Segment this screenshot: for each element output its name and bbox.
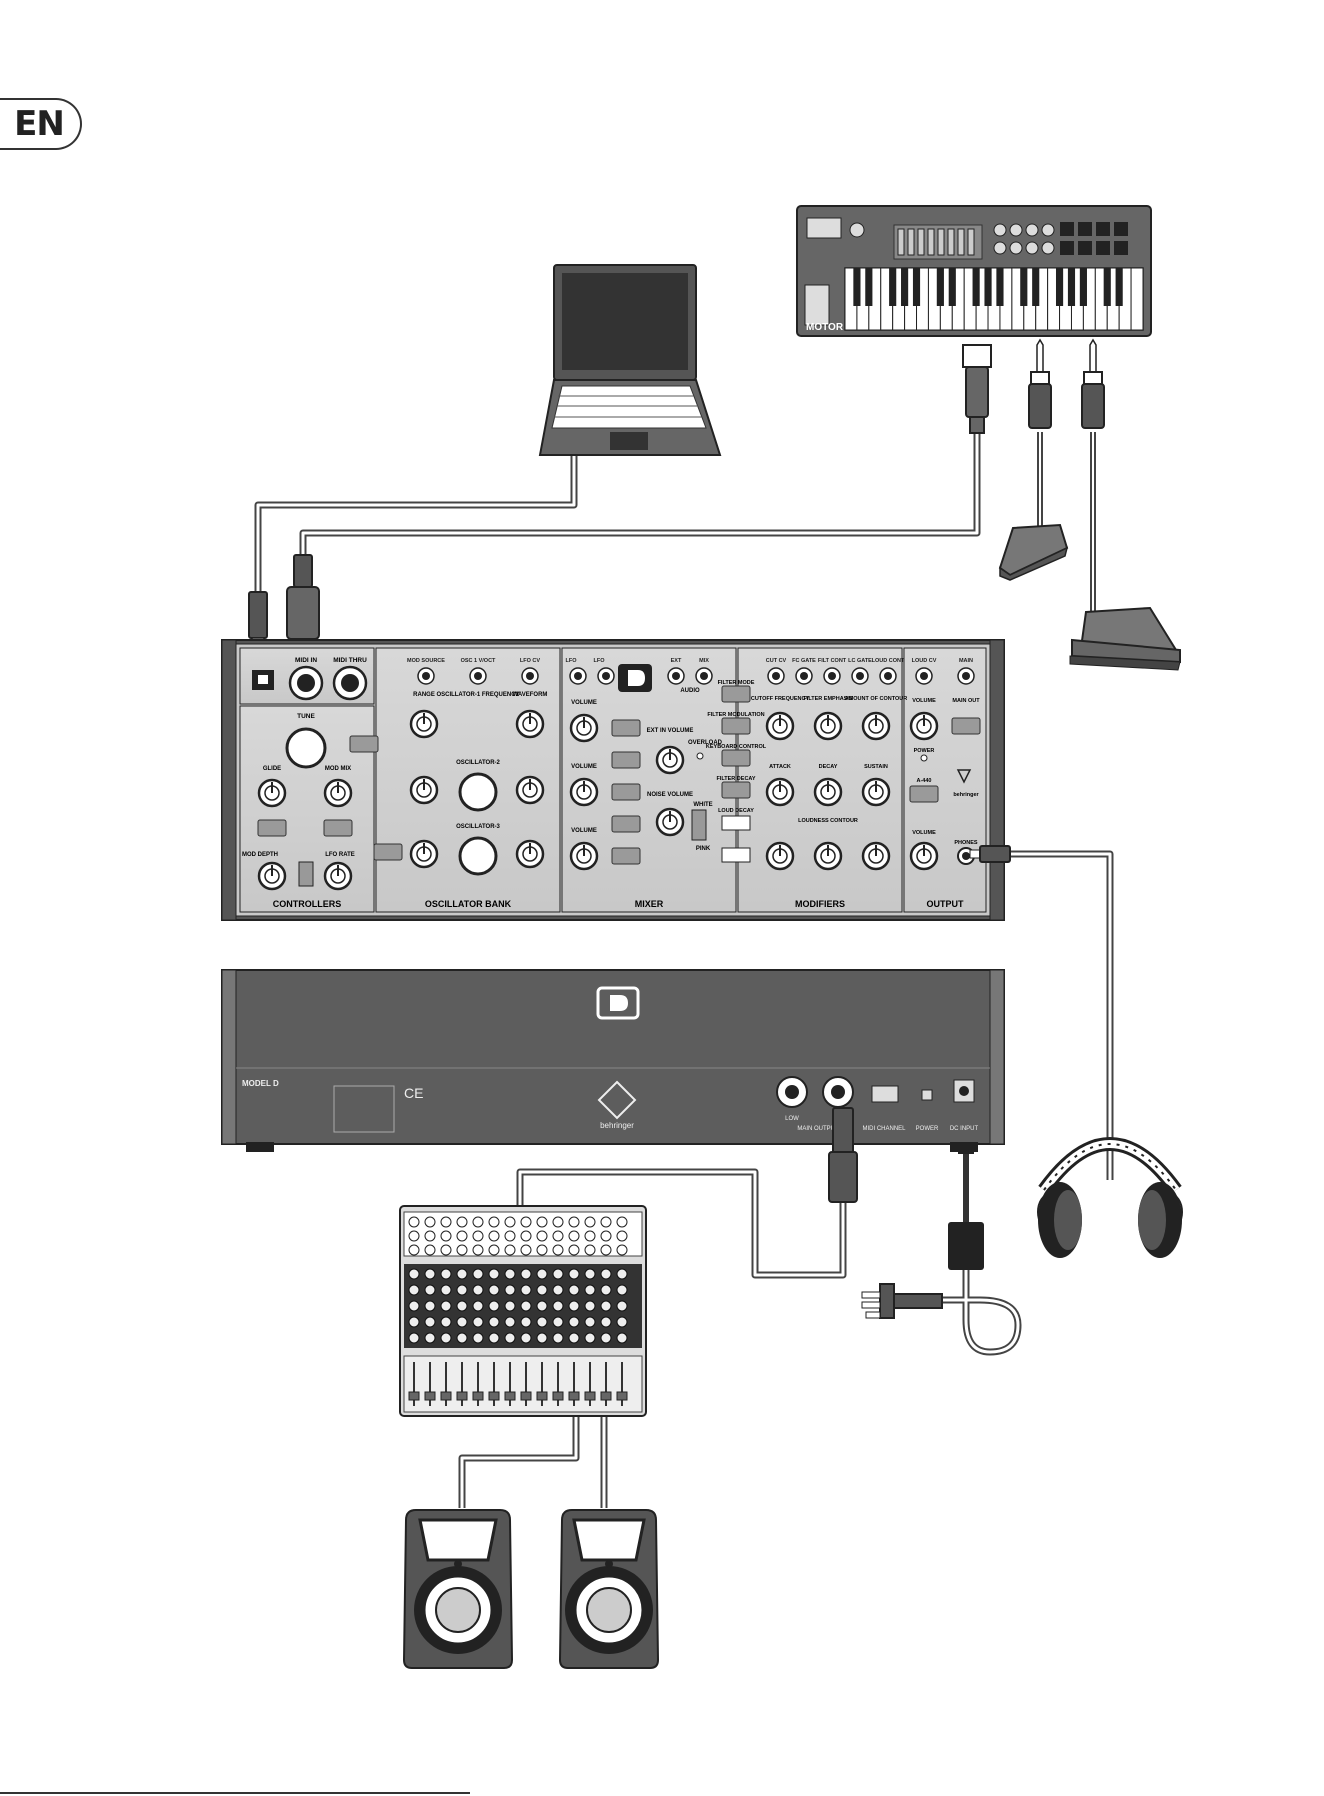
midi-keyboard: MOTOR xyxy=(796,205,1152,337)
model-label: MODEL D xyxy=(242,1079,279,1088)
cutoff-label: CUTOFF FREQUENCY xyxy=(751,696,810,702)
cables xyxy=(254,432,1114,1508)
jack-label-loud-cv: LOUD CV xyxy=(912,658,937,664)
footer-rule xyxy=(0,1792,470,1794)
filter-mode-label: FILTER MODE xyxy=(718,680,755,686)
filter-modulation-label: FILTER MODULATION xyxy=(707,712,764,718)
ext-in-label: EXT IN VOLUME xyxy=(647,728,694,734)
modifier-controls xyxy=(721,685,891,871)
noise-label: NOISE VOLUME xyxy=(647,792,693,798)
midi-in-label: MIDI IN xyxy=(295,657,317,664)
oscillator-knobs xyxy=(373,709,545,876)
speaker-right xyxy=(558,1509,660,1669)
sustain-pedal xyxy=(998,523,1069,581)
mixer-volume-3: VOLUME xyxy=(571,828,597,834)
glide-label: GLIDE xyxy=(263,766,281,772)
filter-decay-knob-label: DECAY xyxy=(819,764,838,770)
keyboard-control-label: KEYBOARD CONTROL xyxy=(706,744,767,750)
synth-back-panel: MODEL D CE behringer LOW MAIN OUTPUT MID… xyxy=(221,969,1005,1152)
pink-label: PINK xyxy=(696,846,711,852)
mixer-controls xyxy=(569,713,707,871)
svg-text:CE: CE xyxy=(404,1085,423,1101)
mixer-volume-1: VOLUME xyxy=(571,700,597,706)
mixer-label: MIXER xyxy=(635,899,664,909)
midi-thru-label: MIDI THRU xyxy=(333,657,367,664)
white-label: WHITE xyxy=(693,802,712,808)
jack-label-fc-gate: FC GATE xyxy=(792,658,816,664)
synth-front-panel: MIDI IN MIDI THRU MOD SOURCE OSC 1 V/OCT… xyxy=(221,639,1005,921)
tune-label: TUNE xyxy=(297,713,315,720)
jack-label-lc-gate: LC GATE xyxy=(848,658,872,664)
back-d-logo xyxy=(596,986,640,1020)
mod-mix-label: MOD MIX xyxy=(325,766,351,772)
audio-label: AUDIO xyxy=(680,688,700,694)
filter-sustain-label: SUSTAIN xyxy=(864,764,888,770)
range-label: RANGE xyxy=(413,692,435,698)
jack-label-lfo-cv: LFO CV xyxy=(520,658,540,664)
mixer xyxy=(399,1205,647,1417)
tune-knob xyxy=(285,727,327,769)
power-label: POWER xyxy=(914,748,935,754)
amount-contour-label: AMOUNT OF CONTOUR xyxy=(845,696,908,702)
language-code: EN xyxy=(14,104,65,144)
mod-depth-label: MOD DEPTH xyxy=(242,852,278,858)
dc-plug xyxy=(948,1146,984,1270)
power-adapter xyxy=(861,1283,943,1319)
jack-label-lfo-b: LFO xyxy=(594,658,606,664)
mixer-volume-2: VOLUME xyxy=(571,764,597,770)
main-out-plug xyxy=(828,1107,858,1203)
jack-label-ext: EXT xyxy=(671,658,682,664)
waveform-label: WAVEFORM xyxy=(513,692,548,698)
back-power-label: POWER xyxy=(916,1126,939,1132)
phones-label: PHONES xyxy=(954,840,978,846)
jack-label-osc1-voct: OSC 1 V/OCT xyxy=(461,658,496,664)
overload-label: OVERLOAD xyxy=(688,740,723,746)
speaker-cable-left xyxy=(458,1412,580,1508)
jack-label-mod-source: MOD SOURCE xyxy=(407,658,445,664)
a440-label: A-440 xyxy=(917,778,932,784)
loud-decay-label: LOUD DECAY xyxy=(718,808,754,814)
midi-channel-label: MIDI CHANNEL xyxy=(862,1126,906,1132)
output-label: OUTPUT xyxy=(927,899,965,909)
headphones xyxy=(1037,1137,1183,1258)
jack-label-loud-cont: LOUD CONT xyxy=(872,658,905,664)
controllers-label: CONTROLLERS xyxy=(273,899,342,909)
lfo-rate-label: LFO RATE xyxy=(325,852,355,858)
modifiers-label: MODIFIERS xyxy=(795,899,845,909)
jack-label-lfo-a: LFO xyxy=(566,658,578,664)
midi-plug-synth xyxy=(286,554,320,640)
back-brand: behringer xyxy=(600,1121,634,1130)
speaker-left xyxy=(402,1509,514,1669)
keyboard-brand: MOTOR xyxy=(806,322,844,333)
osc2-label: OSCILLATOR-2 xyxy=(456,760,500,766)
low-label: LOW xyxy=(785,1116,799,1122)
pedal-plugs xyxy=(1028,338,1105,429)
language-badge: EN xyxy=(0,98,82,150)
filter-decay-label: FILTER DECAY xyxy=(716,776,755,782)
d-logo xyxy=(618,664,652,692)
usb-plug-keyboard xyxy=(962,344,992,434)
expression-pedal xyxy=(1069,606,1181,671)
output-volume-label: VOLUME xyxy=(912,698,936,704)
jack-label-filt-cont: FILT CONT xyxy=(818,658,847,664)
phones-volume-label: VOLUME xyxy=(912,830,936,836)
laptop xyxy=(538,264,722,456)
filter-attack-label: ATTACK xyxy=(769,764,791,770)
headphone-plug xyxy=(969,845,1011,863)
osc-bank-label: OSCILLATOR BANK xyxy=(425,899,512,909)
dc-input-label: DC INPUT xyxy=(950,1126,979,1132)
headphone-cable xyxy=(1010,850,1114,1180)
osc1-label: OSCILLATOR-1 FREQUENCY xyxy=(436,692,519,698)
main-out-label: MAIN OUT xyxy=(952,698,980,704)
emphasis-label: FILTER EMPHASIS xyxy=(803,696,852,702)
jack-label-cut-cv: CUT CV xyxy=(766,658,787,664)
main-output-label: MAIN OUTPUT xyxy=(797,1126,839,1132)
osc3-label: OSCILLATOR-3 xyxy=(456,824,500,830)
jack-label-main: MAIN xyxy=(959,658,973,664)
front-brand: behringer xyxy=(953,792,979,798)
jack-label-mix: MIX xyxy=(699,658,709,664)
loudness-contour-label: LOUDNESS CONTOUR xyxy=(798,818,858,824)
